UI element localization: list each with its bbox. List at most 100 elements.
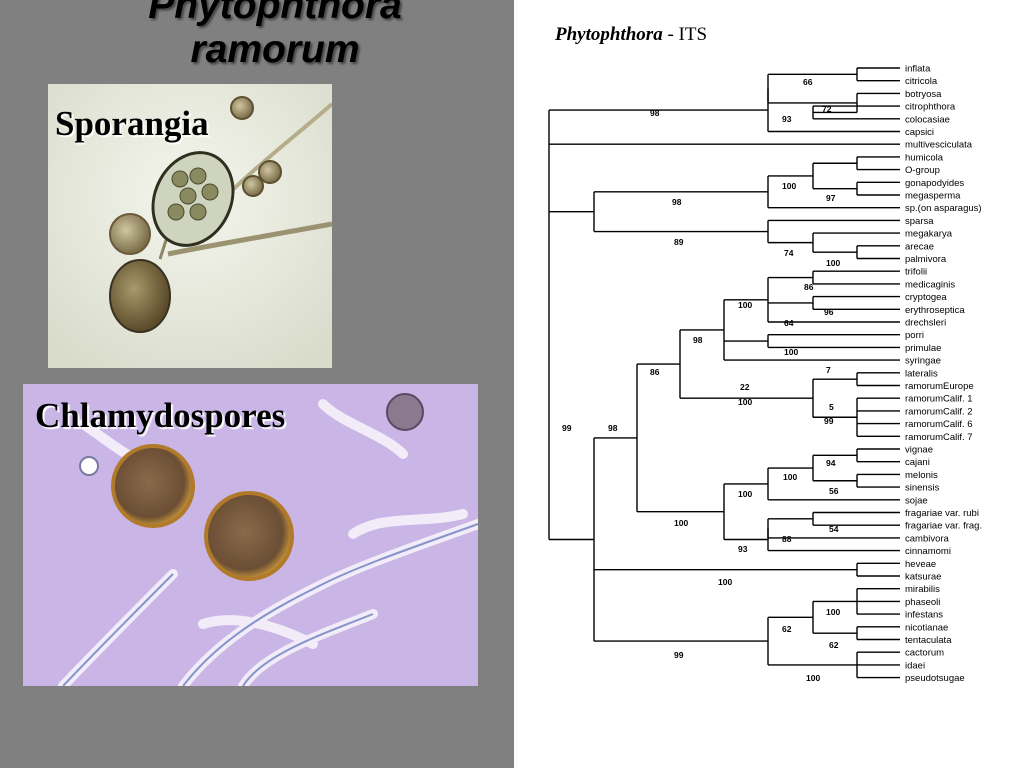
support-value: 54 (829, 524, 839, 534)
taxon-label: phaseoli (905, 597, 940, 608)
phylogenetic-tree-panel (514, 0, 1024, 768)
taxon-label: sparsa (905, 216, 934, 227)
taxon-label: primulae (905, 343, 941, 354)
taxon-label: arecae (905, 241, 934, 252)
taxon-label: multivesciculata (905, 140, 973, 151)
chlamydospores-label: Chlamydospores (35, 396, 286, 435)
support-value: 100 (738, 489, 752, 499)
slide-title: Phytophthora ramorum (40, 0, 510, 72)
support-value: 98 (672, 197, 682, 207)
support-value: 100 (718, 577, 732, 587)
support-value: 98 (650, 108, 660, 118)
support-value: 100 (826, 258, 840, 268)
taxon-label: porri (905, 330, 924, 341)
tree-title-suffix: - ITS (662, 24, 708, 45)
support-value: 99 (674, 650, 684, 660)
support-value: 7 (826, 365, 831, 375)
support-value: 100 (782, 181, 796, 191)
support-value: 96 (824, 307, 834, 317)
taxon-label: vignae (905, 445, 933, 456)
taxon-label: cryptogea (905, 292, 947, 303)
taxon-label: sojae (905, 495, 928, 506)
support-value: 100 (784, 347, 798, 357)
taxon-label: melonis (905, 470, 938, 481)
taxon-label: O-group (905, 165, 940, 176)
taxon-label: botryosa (905, 89, 942, 100)
support-value: 98 (608, 423, 618, 433)
taxon-label: idaei (905, 660, 925, 671)
taxon-label: tentaculata (905, 635, 952, 646)
taxon-label: capsici (905, 127, 934, 138)
taxon-label: ramorumEurope (905, 381, 974, 392)
taxon-label: ramorumCalif. 1 (905, 394, 973, 405)
taxon-label: ramorumCalif. 2 (905, 406, 973, 417)
support-value: 97 (826, 193, 836, 203)
taxon-label: syringae (905, 356, 941, 367)
taxon-label: lateralis (905, 368, 938, 379)
support-value: 86 (650, 367, 660, 377)
support-value: 88 (782, 534, 792, 544)
sporangia-photo (48, 84, 332, 368)
taxon-label: infestans (905, 610, 943, 621)
tree-labels: inflatacitricolabotryosacitrophthoracolo… (905, 64, 982, 685)
taxon-label: megasperma (905, 191, 961, 202)
support-value: 98 (693, 335, 703, 345)
taxon-label: katsurae (905, 572, 941, 583)
support-value: 100 (738, 300, 752, 310)
slide-title-line1: Phytophthora (148, 0, 402, 27)
taxon-label: ramorumCalif. 6 (905, 419, 973, 430)
support-value: 62 (829, 640, 839, 650)
support-value: 62 (782, 624, 792, 634)
taxon-label: cactorum (905, 648, 944, 659)
support-value: 94 (826, 458, 836, 468)
support-value: 66 (803, 77, 813, 87)
taxon-label: humicola (905, 152, 944, 163)
taxon-label: mirabilis (905, 584, 940, 595)
support-value: 72 (822, 104, 832, 114)
tree-title-genus: Phytophthora (555, 24, 663, 45)
chlamydospore-photo (23, 384, 478, 686)
support-value: 100 (783, 472, 797, 482)
support-value: 93 (738, 544, 748, 554)
taxon-label: heveae (905, 559, 936, 570)
support-value: 56 (829, 486, 839, 496)
taxon-label: fragariae var. rubi (905, 508, 979, 519)
taxon-label: cajani (905, 457, 930, 468)
taxon-label: erythroseptica (905, 305, 965, 316)
support-value: 5 (829, 402, 834, 412)
tree-title: Phytophthora - ITS (555, 24, 707, 46)
support-value: 99 (562, 423, 572, 433)
support-value: 100 (674, 518, 688, 528)
support-value: 99 (824, 416, 834, 426)
taxon-label: fragariae var. frag. (905, 521, 982, 532)
support-value: 64 (784, 318, 794, 328)
support-value: 74 (784, 248, 794, 258)
taxon-label: drechsleri (905, 318, 946, 329)
taxon-label: pseudotsugae (905, 673, 965, 684)
taxon-label: megakarya (905, 229, 953, 240)
sporangia-label: Sporangia (55, 104, 209, 143)
taxon-label: palmivora (905, 254, 947, 265)
taxon-label: sp.(on asparagus) (905, 203, 982, 214)
taxon-label: gonapodyides (905, 178, 964, 189)
taxon-label: medicaginis (905, 279, 955, 290)
taxon-label: citricola (905, 76, 938, 87)
taxon-label: cinnamomi (905, 546, 951, 557)
support-value: 22 (740, 382, 750, 392)
support-value: 86 (804, 282, 814, 292)
taxon-label: sinensis (905, 483, 940, 494)
support-value: 100 (738, 397, 752, 407)
support-value: 89 (674, 237, 684, 247)
slide-title-line2: ramorum (190, 28, 360, 71)
taxon-label: trifolii (905, 267, 927, 278)
taxon-label: nicotianae (905, 622, 948, 633)
taxon-label: ramorumCalif. 7 (905, 432, 973, 443)
taxon-label: inflata (905, 64, 931, 75)
taxon-label: cambivora (905, 533, 950, 544)
tree-branches (548, 67, 900, 679)
support-value: 100 (826, 607, 840, 617)
taxon-label: citrophthora (905, 102, 956, 113)
tree-support-values: 66 72 98 93 100 97 98 89 74 100 86 100 96 64 98 100 7 22 1… (562, 77, 840, 683)
left-panel: Phytophthora ramorum Sporangia (0, 0, 514, 768)
